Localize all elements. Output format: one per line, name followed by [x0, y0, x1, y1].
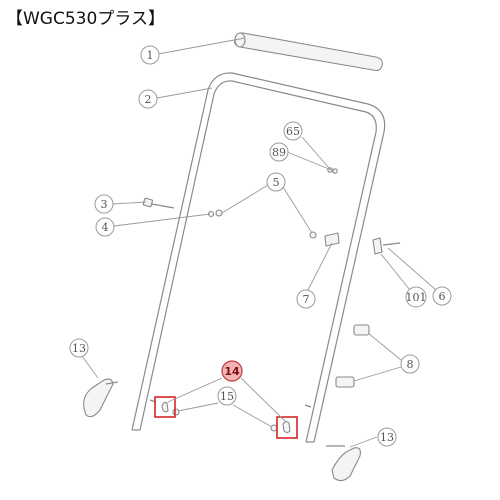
page-title: 【WGC530プラス】: [6, 9, 165, 29]
clip-part-lower: [335, 376, 355, 388]
screw-part-right: [282, 421, 291, 434]
callout-89: 89: [269, 142, 289, 162]
callout-label: 65: [286, 125, 300, 138]
callout-4: 4: [95, 217, 115, 237]
callout-3: 3: [94, 194, 114, 214]
callout-101: 101: [405, 286, 427, 308]
callout-label: 15: [220, 390, 234, 403]
callout-5: 5: [266, 172, 286, 192]
callout-label: 5: [273, 176, 280, 189]
callout-label: 3: [101, 198, 108, 211]
callout-1: 1: [140, 45, 160, 65]
highlight-box-left: [154, 396, 176, 418]
callout-15: 15: [217, 386, 237, 406]
leader-lines: [81, 37, 437, 448]
callout-label: 4: [102, 221, 109, 234]
callout-8: 8: [400, 354, 420, 374]
callout-label: 7: [303, 293, 310, 306]
screw-part-left: [161, 401, 169, 413]
callout-13-right: 13: [377, 427, 397, 447]
knob-part-left: [83, 378, 119, 418]
callout-label: 89: [272, 146, 286, 159]
callout-label: 1: [147, 49, 154, 62]
callout-13-left: 13: [69, 338, 89, 358]
callout-6: 6: [432, 286, 452, 306]
callout-14: 14: [221, 360, 243, 382]
callout-label: 14: [224, 365, 240, 378]
spacer-part: [309, 231, 317, 239]
callout-label: 2: [145, 93, 152, 106]
washer-part-right: [270, 424, 278, 432]
callout-label: 6: [439, 290, 446, 303]
callout-7: 7: [296, 289, 316, 309]
callout-2: 2: [138, 89, 158, 109]
bolt-part: [142, 197, 175, 209]
bracket-part: [324, 232, 340, 247]
grip-tube-part: [234, 32, 383, 72]
nut-part: [207, 209, 223, 218]
clip-part-upper: [353, 324, 370, 336]
washer-part-left: [172, 408, 180, 416]
cable-guide-part: [372, 237, 401, 255]
knob-part-right: [326, 445, 361, 482]
callout-label: 13: [380, 431, 394, 444]
callout-label: 8: [407, 358, 414, 371]
callout-label: 13: [72, 342, 86, 355]
callout-65: 65: [283, 121, 303, 141]
callout-label: 101: [406, 291, 427, 304]
highlight-box-right: [276, 416, 298, 439]
handle-frame-part: [131, 72, 386, 443]
